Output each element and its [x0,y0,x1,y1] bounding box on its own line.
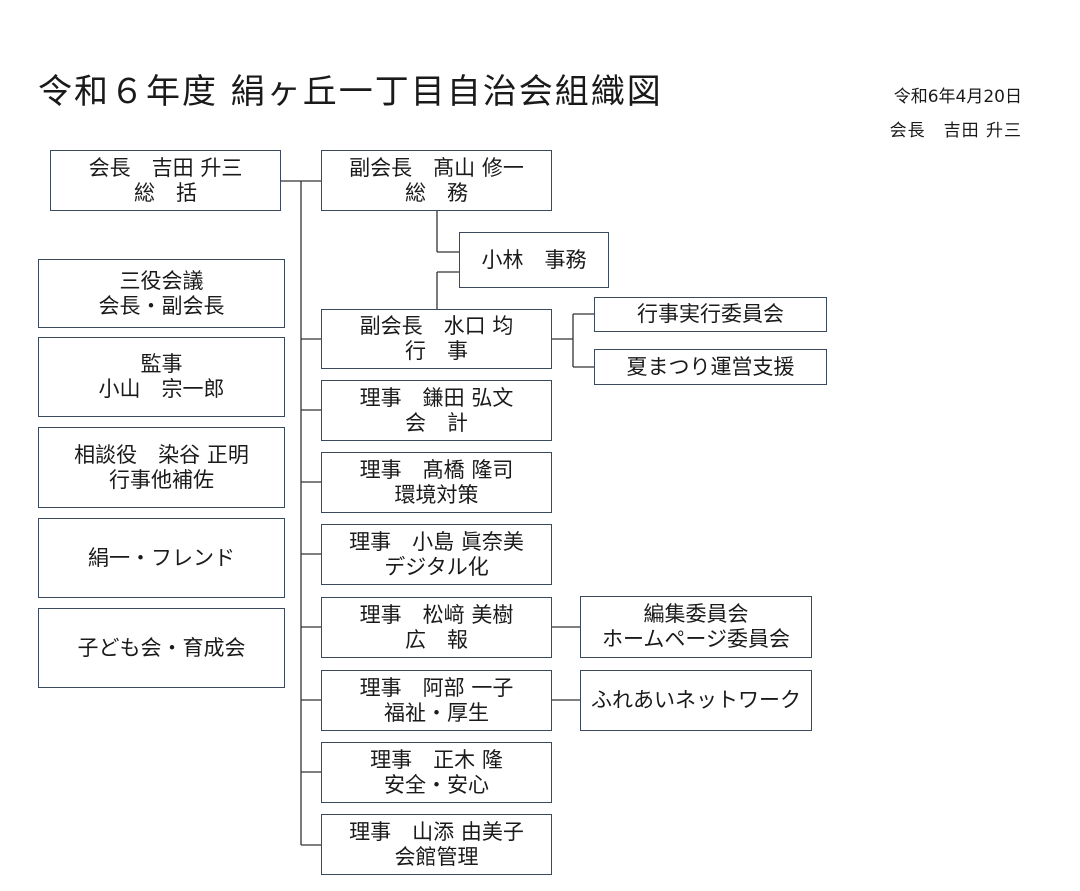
box-line1: 小林 事務 [481,247,587,272]
box-director-pr: 理事 松﨑 美樹 広 報 [321,597,552,658]
box-director-safety: 理事 正木 隆 安全・安心 [321,742,552,803]
box-vice-president-general: 副会長 髙山 修一 総 務 [321,150,552,211]
box-auditor: 監事 小山 宗一郎 [38,337,285,417]
box-clerk: 小林 事務 [459,232,609,288]
box-line2: 会長・副会長 [98,293,225,318]
box-line2: 小山 宗一郎 [98,377,225,401]
box-line1: 理事 小島 眞奈美 [349,529,524,554]
box-vice-president-events: 副会長 水口 均 行 事 [321,309,552,369]
box-line2: 総 務 [405,180,468,205]
box-line2: 環境対策 [394,482,479,507]
box-line1: 夏まつり運営支援 [626,354,795,379]
box-line1: 絹一・フレンド [88,545,235,570]
box-line2: 総 括 [134,180,197,205]
box-line2: 行 事 [405,339,468,363]
box-line1: 理事 正木 隆 [370,747,503,772]
box-line1: 相談役 染谷 正明 [74,442,249,467]
box-line1: 副会長 水口 均 [359,314,514,338]
box-director-accounting: 理事 鎌田 弘文 会 計 [321,380,552,441]
document-date: 令和6年4月20日 [893,87,1022,107]
box-friend-group: 絹一・フレンド [38,518,285,598]
box-line2: 安全・安心 [384,772,489,797]
box-president: 会長 吉田 升三 総 括 [50,150,281,211]
box-advisor: 相談役 染谷 正明 行事他補佐 [38,427,285,508]
box-line2: 広 報 [405,627,468,652]
box-line1: 子ども会・育成会 [77,635,246,660]
box-line2: デジタル化 [384,554,489,579]
box-line1: 副会長 髙山 修一 [349,155,524,180]
box-director-digital: 理事 小島 眞奈美 デジタル化 [321,524,552,585]
document-author: 会長 吉田 升三 [889,121,1022,141]
box-line1: 理事 阿部 一子 [359,675,514,700]
box-director-environment: 理事 髙橋 隆司 環境対策 [321,452,552,513]
box-line1: 理事 松﨑 美樹 [359,602,514,627]
page-title: 令和６年度 絹ヶ丘一丁目自治会組織図 [38,72,663,112]
box-line2: 行事他補佐 [109,467,214,492]
box-line2: 福祉・厚生 [384,700,489,725]
box-line1: 理事 鎌田 弘文 [359,385,514,410]
box-director-hall: 理事 山添 由美子 会館管理 [321,814,552,875]
box-executive-meeting: 三役会議 会長・副会長 [38,259,285,328]
box-line1: 編集委員会 [643,602,749,626]
box-line1: 理事 山添 由美子 [349,819,524,844]
box-line2: ホームページ委員会 [602,627,790,651]
box-fureai-network: ふれあいネットワーク [580,670,812,731]
box-line2: 会館管理 [394,844,479,869]
box-summer-festival-support: 夏まつり運営支援 [594,349,827,385]
box-line1: 行事実行委員会 [637,302,784,326]
box-line1: ふれあいネットワーク [591,688,801,712]
box-line1: 三役会議 [119,268,204,293]
box-line1: 理事 髙橋 隆司 [359,457,514,482]
box-line1: 会長 吉田 升三 [88,155,243,180]
box-editorial-committee: 編集委員会 ホームページ委員会 [580,596,812,658]
box-children-association: 子ども会・育成会 [38,608,285,688]
box-line1: 監事 [140,352,183,376]
box-events-committee: 行事実行委員会 [594,297,827,332]
box-line2: 会 計 [405,410,468,435]
box-director-welfare: 理事 阿部 一子 福祉・厚生 [321,670,552,731]
